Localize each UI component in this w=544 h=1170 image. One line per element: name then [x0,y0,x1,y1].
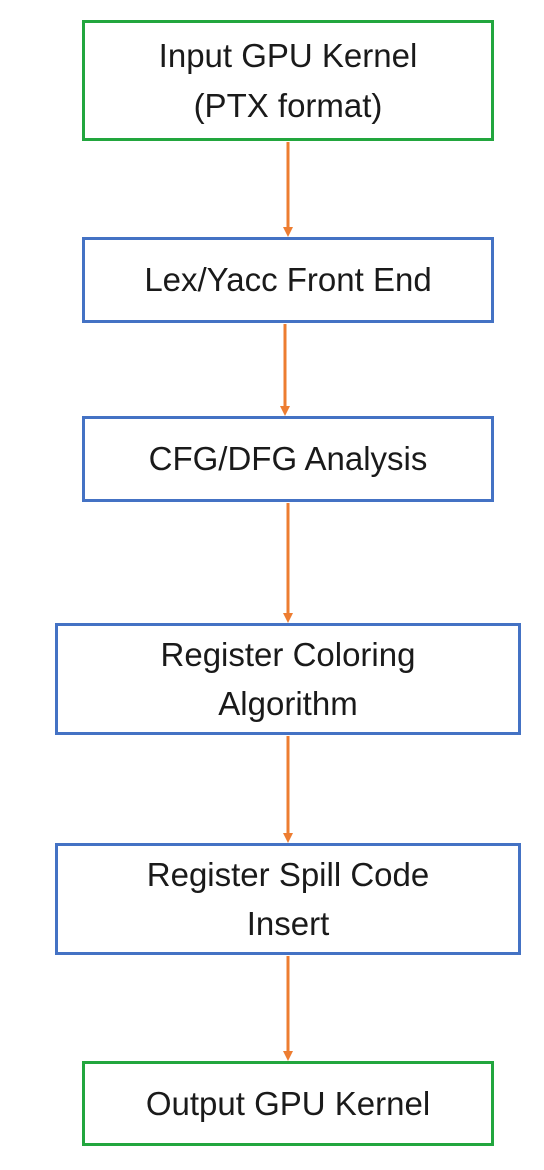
box-label-line: Register Spill Code [146,855,430,893]
register-coloring-box: Register Coloring Algorithm [55,623,521,735]
output-kernel-box: Output GPU Kernel [82,1061,494,1146]
box-label-line: Insert [246,905,330,942]
box-label-line: Lex/Yacc Front End [144,261,432,299]
input-kernel-box: Input GPU Kernel (PTX format) [82,20,494,141]
cfg-dfg-analysis-box: CFG/DFG Analysis [82,416,494,502]
box-label-line: Input GPU Kernel [158,37,418,74]
box-label-line: Register Coloring [160,635,416,673]
lex-yacc-frontend-box: Lex/Yacc Front End [82,237,494,323]
box-label-line: CFG/DFG Analysis [148,440,428,478]
box-label-line: Algorithm [218,685,358,722]
spill-code-insert-box: Register Spill Code Insert [55,843,521,955]
box-label-line: (PTX format) [193,86,383,124]
box-label-line: Output GPU Kernel [145,1084,431,1122]
